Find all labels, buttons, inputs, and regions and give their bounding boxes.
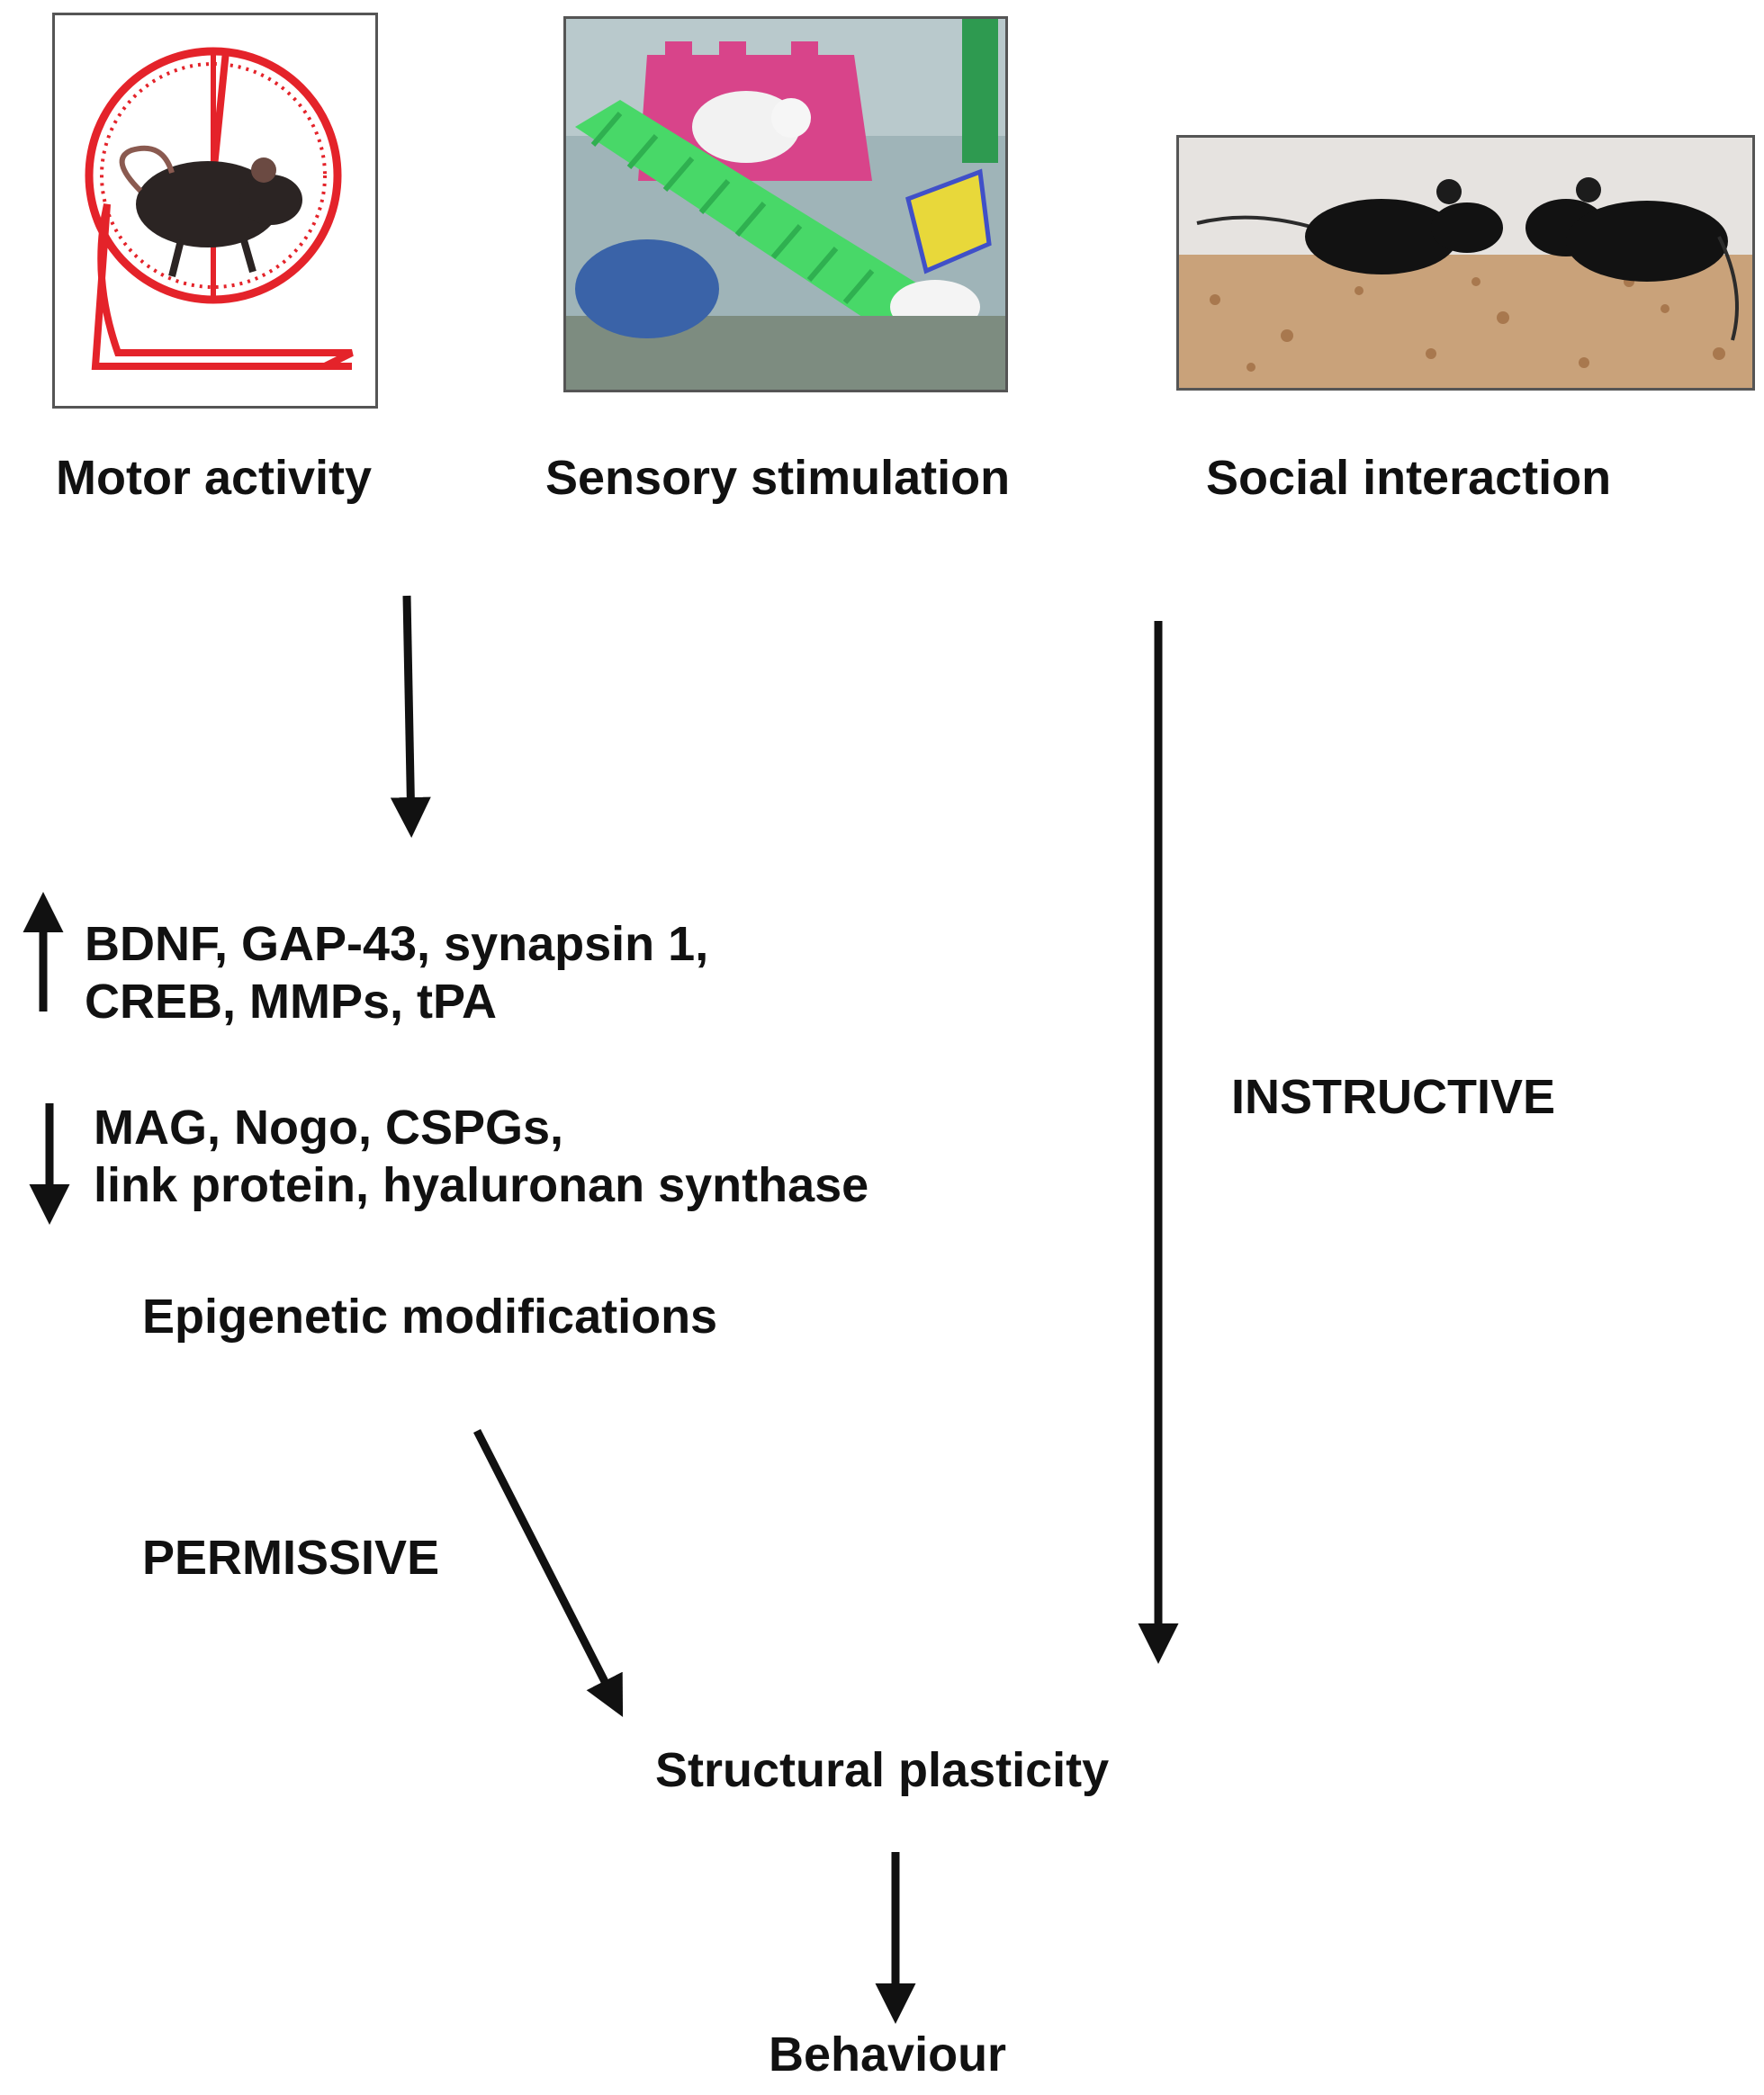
upregulated-line2: CREB, MMPs, tPA (85, 975, 498, 1029)
social-interaction-label: Social interaction (1206, 451, 1612, 505)
behaviour-label: Behaviour (769, 2028, 1007, 2082)
enriched-cage-icon (566, 19, 1005, 390)
permissive-label: PERMISSIVE (142, 1531, 440, 1585)
interacting-mice-icon (1179, 138, 1752, 388)
running-wheel-photo (52, 13, 378, 409)
downregulated-line2: link protein, hyaluronan synthase (94, 1158, 869, 1212)
instructive-label: INSTRUCTIVE (1231, 1070, 1556, 1124)
downregulated-line1: MAG, Nogo, CSPGs, (94, 1101, 564, 1155)
enriched-cage-photo (563, 16, 1008, 392)
upregulated-line1: BDNF, GAP-43, synapsin 1, (85, 917, 709, 971)
epigenetic-modifications-label: Epigenetic modifications (142, 1290, 718, 1344)
motor-activity-label: Motor activity (56, 451, 373, 505)
running-wheel-mouse-icon (55, 15, 375, 406)
sensory-stimulation-label: Sensory stimulation (545, 451, 1011, 505)
structural-plasticity-label: Structural plasticity (655, 1743, 1110, 1797)
arrow-motor-to-molecular (390, 595, 431, 838)
social-interaction-photo (1176, 135, 1755, 391)
arrow-permissive (472, 1428, 624, 1718)
